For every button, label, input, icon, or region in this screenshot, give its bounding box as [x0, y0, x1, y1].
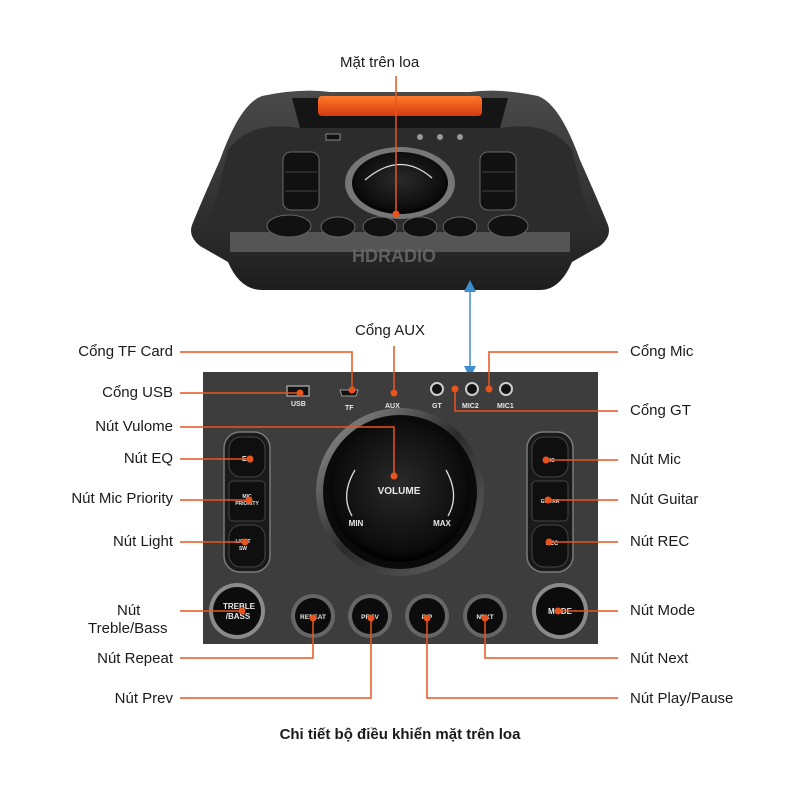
- panel-text-treble1: TREBLE: [223, 602, 256, 611]
- panel-text-max: MAX: [433, 519, 451, 528]
- label-tf-card: Cổng TF Card: [78, 343, 173, 360]
- label-mic-priority-button: Nút Mic Priority: [71, 490, 173, 507]
- orange-light-strip: [318, 96, 482, 116]
- speaker-top-view: HDRADIO: [191, 90, 609, 291]
- light-button[interactable]: [228, 524, 266, 568]
- label-prev-button: Nút Prev: [114, 690, 173, 707]
- label-mode-button: Nút Mode: [630, 602, 696, 619]
- label-next-button: Nút Next: [630, 650, 689, 667]
- panel-text-tf: TF: [345, 405, 354, 412]
- eq-button[interactable]: [228, 436, 266, 478]
- mic2-jack: [465, 382, 479, 396]
- panel-text-treble2: /BASS: [226, 612, 251, 621]
- label-mic-port: Cổng Mic: [630, 343, 694, 360]
- label-treble-bass-line2: Treble/Bass: [88, 620, 168, 637]
- label-light-button: Nút Light: [112, 533, 173, 550]
- panel-text-mic: MIC: [545, 458, 555, 464]
- label-rec-button: Nút REC: [630, 533, 690, 550]
- label-volume-knob: Nút Vulome: [95, 418, 173, 435]
- callout-lines: [180, 346, 618, 699]
- panel-text-micp1: MIC: [242, 494, 252, 500]
- panel-text-gt: GT: [432, 403, 442, 410]
- panel-text-min: MIN: [349, 519, 364, 528]
- caption: Chi tiết bộ điều khiển mặt trên loa: [279, 726, 521, 743]
- label-mic-button: Nút Mic: [630, 451, 681, 468]
- panel-text-mic1: MIC1: [497, 403, 514, 410]
- mic1-jack: [499, 382, 513, 396]
- label-play-pause-button: Nút Play/Pause: [630, 690, 734, 707]
- panel-text-rec: REC: [546, 541, 559, 547]
- panel-text-usb: USB: [291, 401, 306, 408]
- panel-text-aux: AUX: [385, 403, 400, 410]
- label-guitar-button: Nút Guitar: [630, 491, 699, 508]
- label-gt-port: Cổng GT: [630, 402, 691, 419]
- panel-text-micp2: PRIORITY: [235, 501, 259, 507]
- label-eq-button: Nút EQ: [123, 450, 173, 467]
- mic-button[interactable]: [531, 436, 569, 478]
- gt-jack: [430, 382, 444, 396]
- control-panel: USB TF AUX GT MIC2 MIC1 VOLUME MIN MAX E…: [203, 372, 598, 644]
- panel-text-volume: VOLUME: [378, 486, 421, 497]
- top-title: Mặt trên loa: [340, 54, 420, 71]
- label-usb-port: Cổng USB: [102, 384, 173, 401]
- wm: HDRADIO: [352, 246, 436, 266]
- rec-button[interactable]: [531, 524, 569, 568]
- label-aux-port: Cổng AUX: [355, 322, 426, 339]
- panel-text-light2: SW: [239, 546, 247, 552]
- label-repeat-button: Nút Repeat: [97, 650, 173, 667]
- panel-text-mic2: MIC2: [462, 403, 479, 410]
- callout-dots: [238, 385, 562, 622]
- volume-knob[interactable]: [330, 422, 470, 562]
- label-treble-bass-line1: Nút: [117, 602, 141, 619]
